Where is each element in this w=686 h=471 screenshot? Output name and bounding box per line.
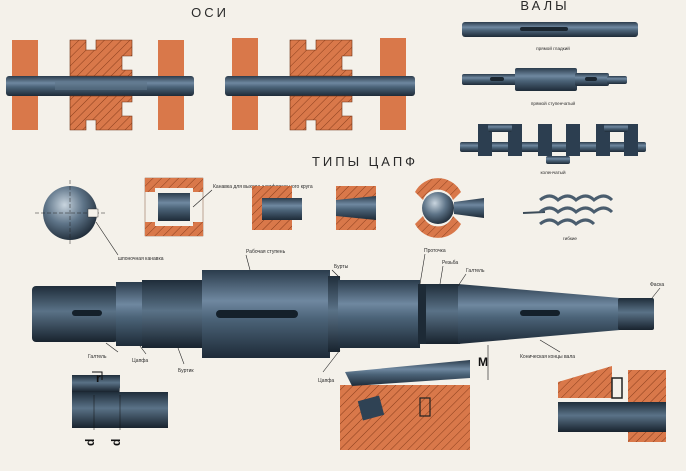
label-straight-smooth: прямой гладкий	[536, 45, 570, 51]
detail-bearing-section: М	[340, 345, 489, 450]
bearing-housing-lower	[145, 222, 203, 236]
title-shafts: ВАЛЫ	[520, 0, 569, 13]
stepped-shaft-center	[515, 68, 577, 91]
callout-chamfer: Фаска	[650, 282, 664, 288]
wheel-hub-upper	[69, 39, 133, 77]
axle-bushing	[55, 82, 147, 90]
label-crankshaft: коленчатый	[540, 169, 566, 175]
callout-journal-bottom: Цапфа	[318, 378, 334, 384]
axle-diagram-rotating	[6, 39, 194, 131]
detail-bearing-right	[558, 366, 666, 442]
keyway-slot-left	[72, 310, 102, 316]
callout-journal-left: Цапфа	[132, 358, 148, 364]
callout-conical-end: Коническая концы вала	[520, 354, 575, 360]
leader-line	[105, 342, 119, 353]
dim-height: М	[478, 355, 488, 369]
leader-line	[95, 221, 119, 256]
bearing-ring	[419, 397, 431, 417]
socket-lower	[415, 216, 461, 238]
shaft-tip	[618, 298, 654, 330]
label-flexible: гибкие	[563, 236, 577, 241]
fillet-arc	[119, 377, 135, 393]
title-axles: ОСИ	[191, 5, 229, 20]
leader-line	[331, 269, 341, 279]
axle-diagram-fixed	[225, 38, 415, 131]
callout-keyway: шпоночная канавка	[118, 256, 164, 262]
axle-shaft	[225, 76, 415, 96]
fillet-shaft-step	[72, 375, 120, 392]
shaft-thread	[426, 284, 460, 344]
housing-block	[340, 385, 470, 450]
journal-cylindrical	[252, 186, 302, 230]
conical-journal	[336, 196, 376, 220]
leader-line	[419, 253, 426, 285]
journal-section-circle: шпоночная канавка	[35, 180, 164, 262]
cylindrical-journal	[262, 198, 302, 220]
label-straight-stepped: прямой ступенчатый	[531, 100, 576, 106]
shaft-flexible: гибкие	[522, 194, 614, 241]
socket-upper	[415, 178, 461, 200]
keyway-slot	[585, 77, 597, 81]
keyway-slot-main	[216, 310, 298, 318]
ball-journal	[422, 192, 454, 224]
keyway-slot-cone	[520, 310, 560, 316]
keyway-slot	[490, 77, 504, 81]
callout-fillet-top: Галтель	[466, 268, 485, 274]
housing-left	[558, 366, 612, 398]
shaft-straight-stepped: прямой ступенчатый	[462, 68, 627, 106]
callout-working-step: Рабочая ступень	[246, 249, 286, 255]
leader-line	[177, 347, 185, 365]
shaft-journal-left	[116, 282, 144, 346]
wheel-hub-upper	[289, 39, 353, 77]
keyway-notch	[87, 208, 99, 218]
bearing-housing-upper	[145, 178, 203, 192]
callout-groove: Проточка	[424, 248, 446, 254]
leader-line	[651, 287, 661, 299]
radius-marker	[92, 371, 103, 380]
crank-pin	[488, 124, 512, 132]
shaft-callouts: Рабочая ступень Бурты Проточка Резьба Га…	[88, 248, 664, 384]
leader-line	[245, 254, 251, 271]
journal-spherical	[415, 178, 484, 238]
callout-fillet-bottom: Галтель	[88, 354, 107, 360]
callout-collar-bottom: Буртик	[178, 368, 194, 374]
stepped-shaft-end	[607, 76, 627, 84]
shaft-end-detail	[558, 402, 666, 432]
journal-conical	[336, 186, 376, 230]
leader-line	[539, 339, 561, 353]
main-stepped-shaft	[32, 270, 654, 358]
wheel-hub-lower	[289, 95, 353, 131]
crank-webs	[478, 124, 638, 156]
callout-thread: Резьба	[442, 260, 458, 266]
shaft-journal-detail	[345, 360, 470, 386]
dim-radius: r	[96, 371, 101, 385]
title-journal-types: ТИПЫ ЦАПФ	[312, 154, 418, 169]
detail-fillet-radius: r d d	[72, 371, 168, 446]
retaining-ring	[611, 377, 623, 399]
crank-pin	[546, 156, 570, 164]
shaft-crankshaft: коленчатый	[460, 124, 646, 175]
shaft-collar-left	[142, 280, 204, 348]
callout-collars: Бурты	[334, 264, 349, 270]
leader-line	[139, 345, 147, 355]
flexible-shaft-coil	[539, 194, 614, 227]
bearing-roller-left	[357, 395, 385, 421]
shaft-relief-groove	[418, 284, 428, 344]
ball-stem	[454, 198, 484, 218]
leader-line	[192, 189, 213, 208]
leader-line	[439, 265, 444, 285]
crank-pin	[604, 124, 628, 132]
shaft-shoulder	[328, 276, 340, 352]
leader-line	[457, 273, 467, 287]
shaft-straight-smooth: прямой гладкий	[462, 22, 638, 51]
journal-with-groove	[158, 193, 190, 221]
dim-d-left: d	[83, 439, 97, 446]
dim-d-right: d	[109, 439, 123, 446]
keyway-slot	[520, 27, 568, 31]
shaft-journal-right	[338, 280, 420, 348]
leader-line	[322, 349, 341, 373]
wheel-hub-lower	[69, 95, 133, 131]
